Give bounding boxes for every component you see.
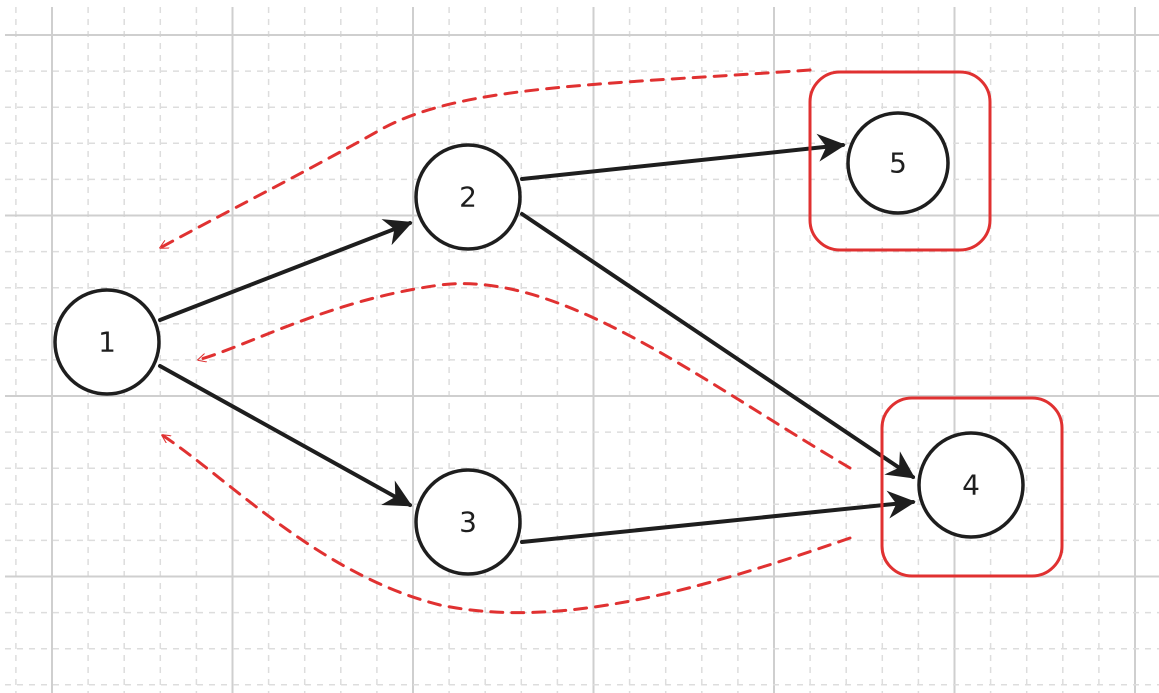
highlight-box-node-4[interactable] [880, 396, 1064, 578]
node-label: 4 [962, 469, 980, 502]
node-label: 2 [459, 181, 477, 214]
highlight-box-node-5[interactable] [808, 70, 992, 252]
edge-2-4[interactable] [520, 212, 916, 479]
dashed-edges [160, 68, 852, 615]
edges [158, 133, 916, 544]
node-label: 1 [98, 326, 116, 359]
node-4[interactable]: 4 [917, 431, 1025, 539]
edge-1-2[interactable] [158, 219, 413, 322]
dashed-edge-4-1-lower[interactable] [162, 433, 852, 615]
node-label: 3 [459, 506, 477, 539]
node-3[interactable]: 3 [414, 468, 522, 576]
edge-2-5[interactable] [520, 133, 846, 181]
edge-1-3[interactable] [158, 364, 413, 507]
node-1[interactable]: 1 [53, 288, 161, 396]
edge-3-4[interactable] [520, 490, 916, 544]
node-2[interactable]: 2 [414, 143, 522, 251]
dashed-edge-5-1[interactable] [160, 68, 812, 250]
node-5[interactable]: 5 [846, 111, 950, 215]
dashed-edge-4-1-upper[interactable] [198, 282, 852, 470]
node-label: 5 [889, 147, 907, 180]
background-grid [5, 7, 1159, 693]
